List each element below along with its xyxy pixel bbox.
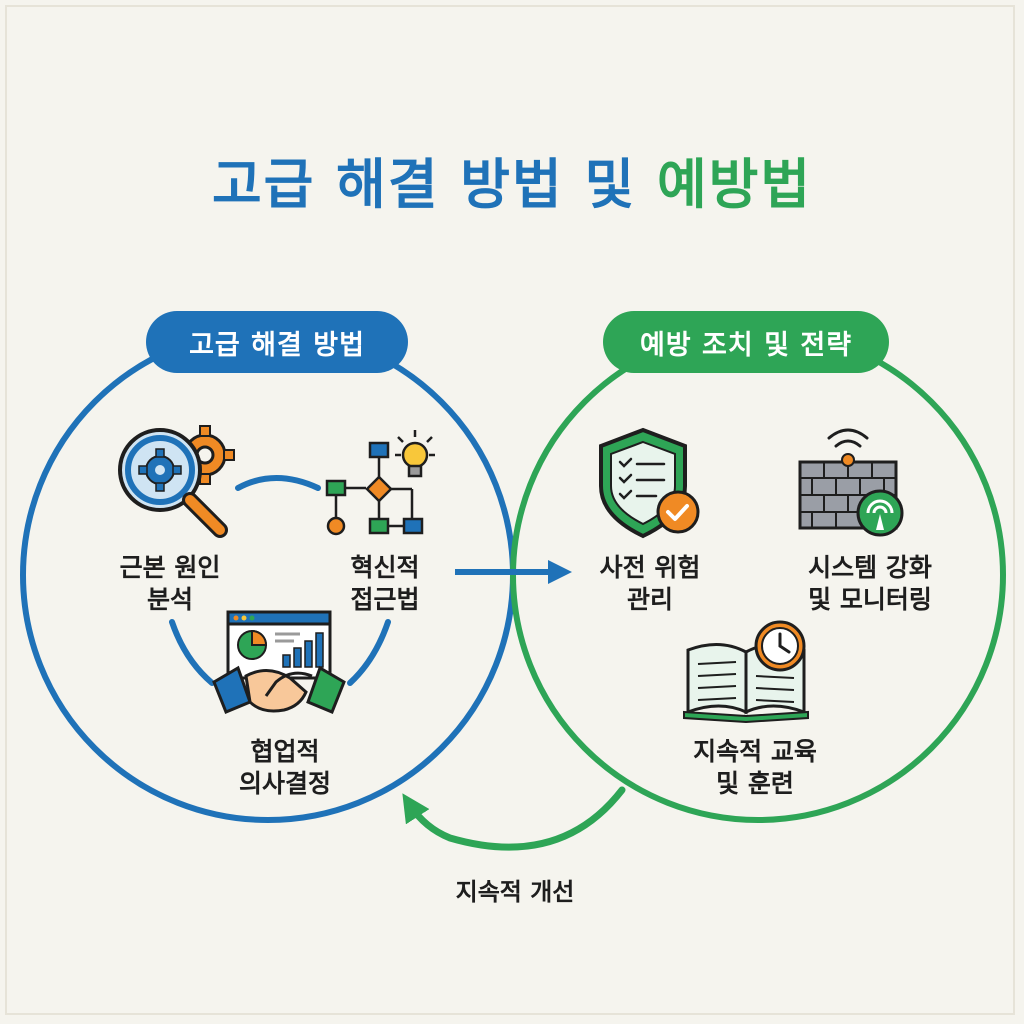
connector-arc-right	[347, 619, 391, 686]
label-line: 접근법	[350, 585, 420, 614]
label-line: 관리	[626, 585, 673, 614]
firewall-signal-icon	[798, 428, 904, 537]
page-title: 고급 해결 방법 및 예방법	[0, 140, 1024, 219]
title-green-part: 예방법	[656, 153, 813, 216]
label-line: 및 모니터링	[808, 585, 932, 614]
label-line: 및 훈련	[716, 769, 794, 798]
flowchart-lightbulb-icon	[325, 430, 435, 536]
label-proactive-risk: 사전 위험 관리	[570, 552, 730, 616]
label-line: 협업적	[250, 737, 320, 766]
label-line: 의사결정	[238, 769, 331, 798]
shield-checklist-icon	[599, 427, 700, 539]
connector-arc-top	[235, 475, 321, 491]
label-line: 사전 위험	[599, 553, 701, 582]
magnifier-gear-icon	[118, 425, 235, 538]
label-line: 지속적 교육	[693, 737, 817, 766]
label-continuous-training: 지속적 교육 및 훈련	[655, 736, 855, 800]
label-line: 혁신적	[350, 553, 420, 582]
book-clock-icon	[683, 620, 809, 724]
label-line: 시스템 강화	[808, 553, 932, 582]
handshake-dashboard-icon	[212, 610, 346, 714]
title-blue-part: 고급 해결 방법 및	[211, 153, 637, 216]
left-section-header: 고급 해결 방법	[146, 311, 408, 373]
label-collaborative-decision: 협업적 의사결정	[200, 736, 370, 800]
right-section-header: 예방 조치 및 전략	[603, 311, 889, 373]
label-system-hardening: 시스템 강화 및 모니터링	[770, 552, 970, 616]
label-line: 근본 원인	[119, 553, 221, 582]
label-line: 분석	[146, 585, 193, 614]
feedback-arrow	[402, 786, 626, 851]
continuous-improvement-label: 지속적 개선	[455, 878, 575, 906]
connector-arc-left	[169, 619, 215, 686]
label-innovative-approach: 혁신적 접근법	[305, 552, 465, 616]
label-root-cause-analysis: 근본 원인 분석	[100, 552, 240, 616]
